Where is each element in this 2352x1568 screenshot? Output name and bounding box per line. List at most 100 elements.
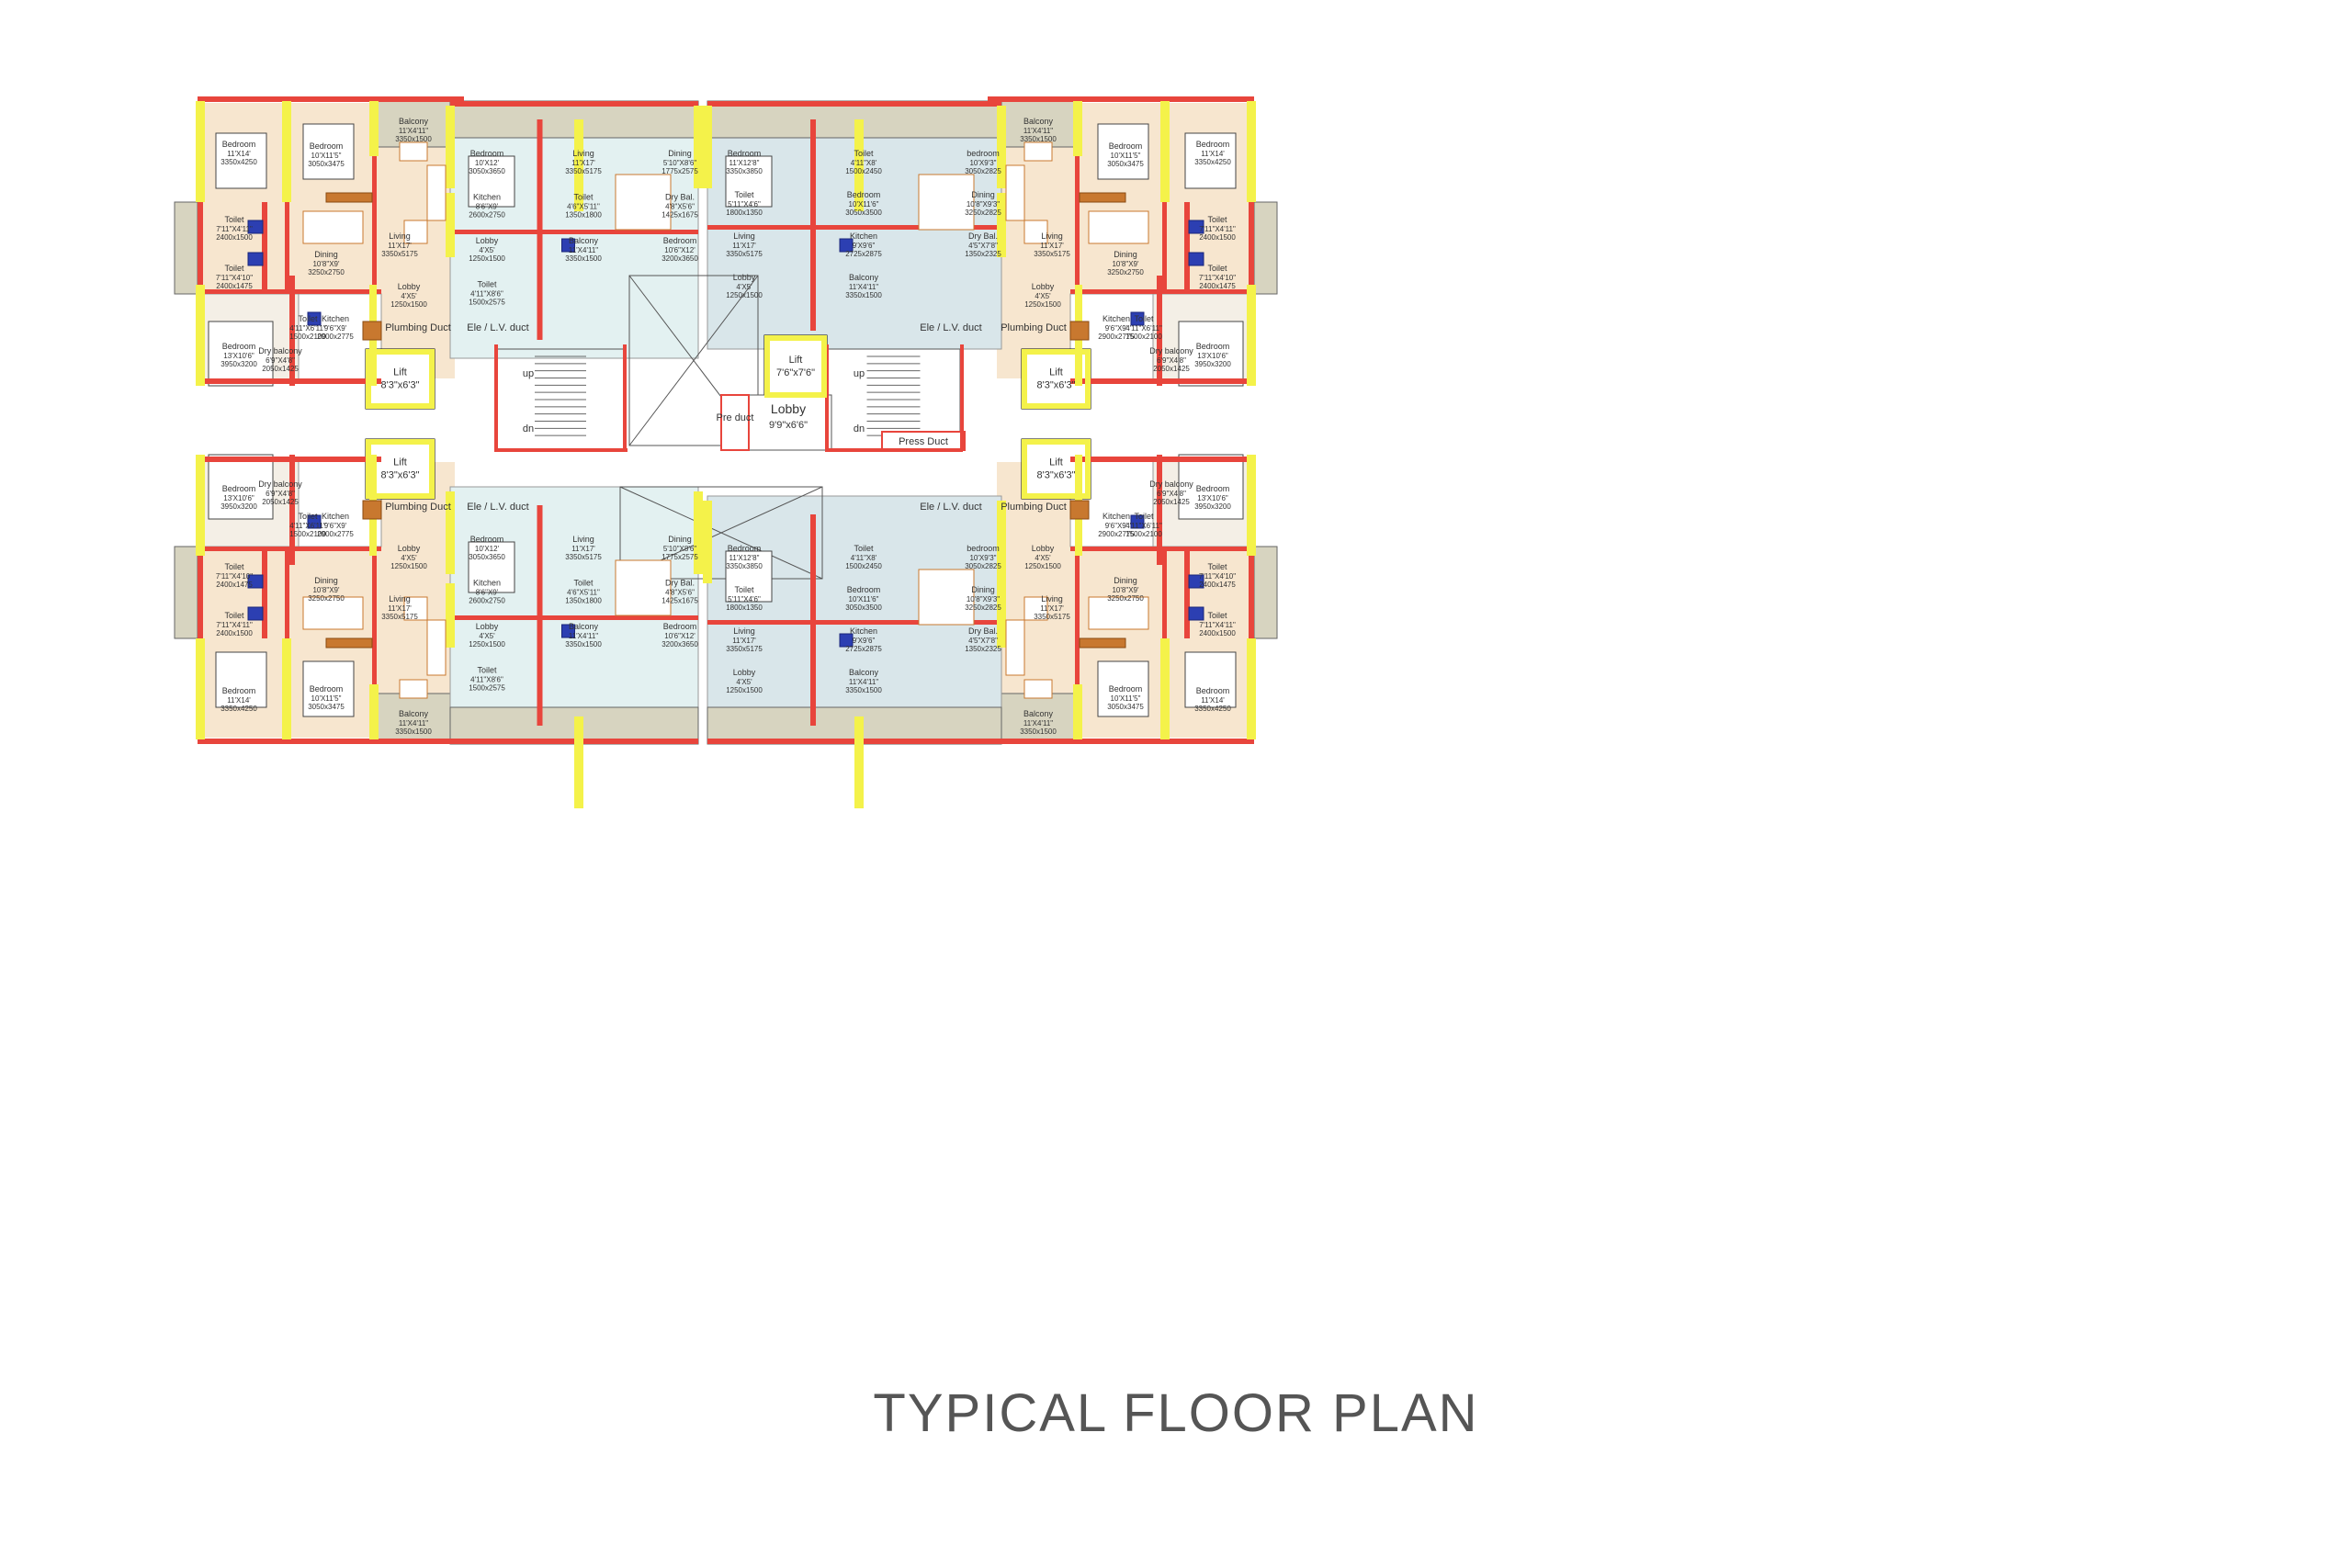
flat-tcr-room-5-name: Dining [971,190,995,199]
flat-tl-room-8-mm: 3950x3200 [220,360,257,368]
flat-tcr-room-3-name: Toilet [734,190,754,199]
flat-tcl-room-0-size: 10'X12' [475,159,500,167]
flat-tcl-room-3-mm: 2600x2750 [469,211,505,220]
lift-centre-col-b [764,392,827,398]
plumbing-duct-top-right: Plumbing Duct [1001,322,1067,333]
flat-tcl-room-5-size: 4'8"X5'6" [665,203,695,211]
lift-left-top-col-l [366,349,371,409]
flat-tcl-wall-top [450,101,698,107]
flat-bl-room-0-size: 11'X14' [227,696,251,705]
flat-bcl-room-6-name: Lobby [476,622,499,631]
flat-bl-bed2-frame [302,660,355,717]
flat-bcr-col-1 [703,501,712,583]
flat-tr-wardrobe [1079,192,1126,203]
flat-bcr-room-5-name: Dining [971,585,995,594]
flat-tl-room-9-name: Lobby [398,282,421,291]
flat-tcr-room-7-mm: 2725x2875 [845,250,882,258]
flat-bcr-room-0-mm: 3350x3850 [726,562,763,570]
flat-bcr-wc [839,633,854,648]
flat-tcr-wall-h [707,225,1001,230]
flat-bcr-room-6-mm: 3350x5175 [726,645,763,653]
flat-bcl-room-9-mm: 1500x2575 [469,684,505,693]
flat-tcl-room-8-mm: 3200x3650 [662,254,698,263]
lift-centre-dim: 7'6"x7'6" [776,367,815,378]
flat-tl-armchair [403,220,428,244]
flat-bcr-room-1-name: Toilet [854,544,874,553]
flat-tr-col-1 [1247,101,1256,202]
flat-bl-wc-2 [247,574,264,589]
flat-bcr-room-10-size: 11'X4'11" [849,678,878,686]
flat-bl-wall-toilet2 [289,455,295,565]
flat-tr-room-11-mm: 2050x1425 [1153,365,1190,373]
flat-tl-room-9-mm: 1250x1500 [390,300,427,309]
flat-tr-wall-left [1249,103,1254,378]
flat-br-room-7-size: 4'11"X6'11" [1125,522,1162,530]
flat-bl-room-2-size: 11'X17' [388,604,412,613]
flat-bl-room-11-name: Dry balcony [258,479,302,489]
flat-br-wardrobe [1079,637,1126,649]
flat-tr-room-4-size: 9'6"X9' [1105,324,1128,333]
flat-br-duct-box [1069,500,1090,520]
flat-tr-room-9-name: Lobby [1032,282,1055,291]
flat-bcr-room-4-mm: 3050x3500 [845,604,882,612]
flat-bl-armchair [403,596,428,621]
flat-tcl-room-2-mm: 1775x2575 [662,167,698,175]
elec-duct-bottom-right: Ele / L.V. duct [920,502,981,513]
lift-right-bottom-col-b [1022,493,1091,499]
lift-right-bottom-dim: 8'3"x6'3" [1037,470,1076,481]
flat-tcr-room-6-size: 11'X17' [732,242,756,250]
flat-bcr-wall-h [707,620,1001,625]
plumbing-duct-top-left: Plumbing Duct [385,322,451,333]
flat-tcr-col-3 [854,119,864,211]
flat-bcr-room-5-mm: 3250x2825 [965,604,1001,612]
plumbing-duct-bottom-left: Plumbing Duct [385,502,451,513]
flat-tcr-room-9-name: Lobby [733,273,756,282]
flat-br-side-balcony [1253,546,1278,639]
flat-br-room-0-name: Bedroom [1196,686,1230,695]
flat-bcl-room-8-name: Bedroom [663,622,697,631]
flat-tr-wall-living [1075,147,1080,386]
flat-bcl-wc [561,624,575,638]
flat-tr-wc-1 [1188,220,1204,234]
flat-tl-room-11-mm: 2050x1425 [262,365,299,373]
flat-bl-room-9-name: Lobby [398,544,421,553]
flat-tcl-room-5-name: Dry Bal. [665,193,695,202]
lift-left-top-col-t [366,349,435,355]
flat-br-col-2 [1160,638,1170,739]
flat-tcr-room-1-size: 4'11"X8' [851,159,877,167]
flat-tcr-room-10-mm: 3350x1500 [845,291,882,299]
flat-tr-room-8-mm: 3950x3200 [1194,360,1231,368]
flat-bcr-room-3-name: Toilet [734,585,754,594]
flat-bl-room-5-mm: 2400x1500 [216,629,253,637]
flat-br-room-3-size: 10'8"X9' [1112,586,1139,594]
flat-bcr-room-7-mm: 2725x2875 [845,645,882,653]
flat-bl-room-0-mm: 3350x4250 [220,705,257,713]
flat-bl-duct-box [362,500,382,520]
flat-tl-room-5-size: 7'11"X4'11" [216,225,253,233]
lift-right-bottom-col-r [1085,439,1091,499]
flat-tl-room-0-name: Bedroom [222,140,256,149]
flat-tr-bed3-bed [1178,321,1244,387]
flat-tl-room-4-mm: 2900x2775 [317,333,354,341]
flat-tcl-room-7-name: Balcony [569,236,599,245]
flat-bl-bed1-frame [215,651,267,708]
flat-bl-room-7-mm: 1500x2100 [289,530,326,538]
flat-bl-room-8-name: Bedroom [222,484,256,493]
core-wall-2 [623,344,627,450]
flat-tcl-room-6-name: Lobby [476,236,499,245]
flat-br-room-2-name: Living [1041,594,1063,604]
flat-tr-wc-2 [1188,252,1204,266]
core-lobby-dim: 9'9"x6'6" [769,420,808,431]
flat-bcr-room-4-name: Bedroom [847,585,881,594]
flat-bcr-room-6-size: 11'X17' [732,637,756,645]
flat-br-room-11-name: Dry balcony [1149,479,1193,489]
lift-centre-col-t [764,335,827,341]
flat-br-col-6 [997,583,1006,648]
flat-bl-room-10-size: 11'X4'11" [399,719,428,728]
flat-bl-room-8-size: 13'X10'6" [223,494,254,502]
flat-bl-room-11-mm: 2050x1425 [262,498,299,506]
flat-bl-room-6-size: 7'11"X4'10" [216,572,253,581]
flat-bcr-room-9-size: 4'X5' [736,678,752,686]
flat-bcr-room-3-size: 5'11"X4'6" [728,595,761,604]
